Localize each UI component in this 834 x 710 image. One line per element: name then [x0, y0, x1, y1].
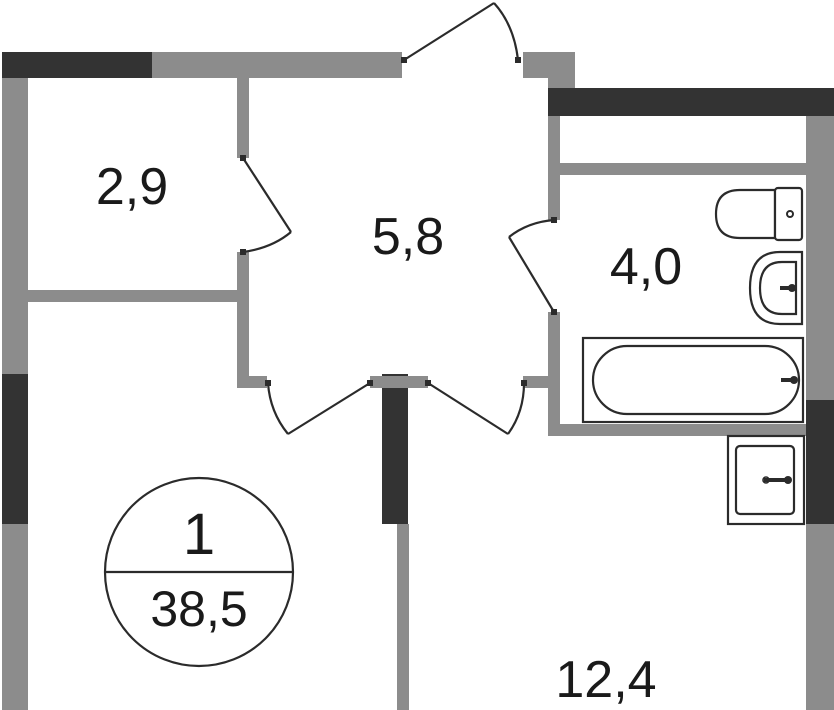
toilet-icon [714, 186, 804, 242]
bathroom-fixtures [581, 186, 806, 526]
bathroom-door-arc [508, 218, 555, 238]
storage-door-jamb-bottom [240, 249, 246, 255]
living-door-right-jamb [425, 380, 431, 386]
wall-partition-gray [397, 524, 409, 710]
wall-partition-dark [382, 374, 408, 524]
apartment-badge: 1 38,5 [103, 476, 295, 668]
wall-entrance-right-drop [548, 52, 575, 88]
wall-hall-bottom-left [237, 376, 267, 388]
washbasin-icon [748, 250, 804, 326]
wall-bath-left-bottom [548, 312, 560, 436]
wall-storage-right-top [237, 78, 249, 158]
living-door-right-leaf [427, 382, 509, 435]
living-door-right-jamb-2 [521, 380, 527, 386]
wall-right-dark [806, 400, 834, 524]
living-door-right-arc [507, 382, 526, 435]
wall-left-lower [2, 524, 28, 710]
wall-bath-bottom [548, 424, 806, 436]
storage-door-leaf [242, 157, 292, 233]
wall-bath-top [560, 163, 806, 175]
bathroom-area-label: 4,0 [610, 238, 682, 296]
bathroom-door-jamb-top [551, 217, 557, 223]
wall-hall-bottom-right [523, 376, 551, 388]
wall-right-lower [806, 524, 834, 710]
wall-left-dark [2, 374, 28, 524]
hall-area-label: 5,8 [372, 208, 444, 266]
storage-area-label: 2,9 [96, 158, 168, 216]
entrance-door-arc [493, 2, 520, 61]
living-door-left-jamb-2 [367, 380, 373, 386]
storage-door-jamb-top [240, 155, 246, 161]
kitchen-sink-icon [726, 434, 806, 526]
wall-top-left-dark [2, 52, 152, 78]
living-door-left-jamb [265, 380, 271, 386]
rooms-count: 1 [183, 502, 215, 567]
total-area: 38,5 [150, 581, 247, 637]
wall-bath-left-top [548, 116, 560, 220]
entrance-door-leaf [403, 2, 495, 61]
wall-storage-right-bottom [237, 252, 249, 386]
walls [2, 52, 834, 710]
bathroom-door-leaf [508, 236, 555, 313]
storage-door-arc [242, 231, 292, 254]
entrance-door-jamb-left [401, 57, 407, 63]
doors [240, 2, 557, 435]
wall-top-right-dark [548, 88, 834, 116]
living-door-left-leaf [287, 382, 371, 435]
living-area-label: 12,4 [555, 651, 656, 709]
bathtub-icon [581, 336, 805, 424]
entrance-door-jamb-right [515, 57, 521, 63]
wall-storage-bottom [28, 290, 238, 302]
wall-top-left-gray [152, 52, 402, 78]
living-door-left-arc [266, 382, 289, 435]
bathroom-door-jamb-bottom [551, 309, 557, 315]
wall-right-upper [806, 116, 834, 400]
wall-partition-cap [370, 376, 428, 388]
wall-left-upper [2, 78, 28, 374]
